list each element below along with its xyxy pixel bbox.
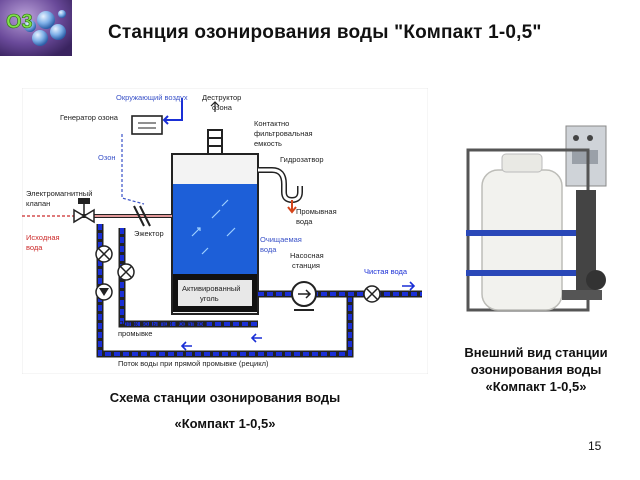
label-ozone-destructor: Деструктор xyxy=(202,93,241,102)
ejector xyxy=(133,205,151,227)
scheme-caption-line2: «Компакт 1-0,5» xyxy=(174,416,276,431)
pump-icon xyxy=(291,281,317,311)
page-number: 15 xyxy=(588,439,602,453)
scheme-caption-line1: Схема станции озонирования воды xyxy=(109,390,341,405)
label-hydro-seal: Гидрозатвор xyxy=(280,155,324,164)
valve-icon xyxy=(95,245,135,281)
label-activated-carbon: Активированный xyxy=(182,284,240,293)
ozonation-scheme-diagram: Окружающий воздух Деструктор озона Генер… xyxy=(22,88,428,374)
label-contact-tank-2: фильтровальная xyxy=(254,129,313,138)
station-photo xyxy=(444,120,624,325)
label-flush-water-2: вода xyxy=(296,217,313,226)
ozone-destructor xyxy=(207,101,223,155)
label-solenoid-valve-2: клапан xyxy=(26,199,50,208)
check-valve-icon xyxy=(95,283,113,301)
ozone-logo: O3 xyxy=(0,0,72,56)
page-title: Станция озонирования воды "Компакт 1-0,5… xyxy=(108,22,542,43)
ozone-generator xyxy=(131,98,183,135)
label-ejector: Эжектор xyxy=(134,229,164,238)
label-contact-tank: Контактно xyxy=(254,119,289,128)
label-pump-station-2: станция xyxy=(292,261,320,270)
label-purified-water: Очищаемая xyxy=(260,235,302,244)
bubble-arrows xyxy=(191,199,236,255)
label-ozone-destructor-2: озона xyxy=(212,103,233,112)
flush-arrow xyxy=(287,200,297,214)
label-clean-water: Чистая вода xyxy=(364,267,408,276)
label-pump-station: Насосная xyxy=(290,251,324,260)
label-ambient-air: Окружающий воздух xyxy=(116,93,188,102)
label-source-water: Исходная xyxy=(26,233,60,242)
label-solenoid-valve: Электромагнитный xyxy=(26,189,92,198)
contact-filter-tank xyxy=(171,153,259,315)
photo-caption: Внешний вид станции озонирования воды «К… xyxy=(444,344,628,395)
label-ozone: Озон xyxy=(98,153,116,162)
photo-caption-line3: «Компакт 1-0,5» xyxy=(485,379,587,394)
label-activated-carbon-2: уголь xyxy=(200,294,219,303)
solenoid-valve-icon xyxy=(73,198,95,224)
photo-caption-line2: озонирования воды xyxy=(470,362,602,377)
label-flush-water: Промывная xyxy=(296,207,337,216)
label-reverse-flow: Поток воды при обратной xyxy=(118,319,207,328)
label-ozone-generator: Генератор озона xyxy=(60,113,119,122)
photo-caption-line1: Внешний вид станции xyxy=(464,345,608,360)
ozone-line xyxy=(121,134,145,205)
label-direct-flow: Поток воды при прямой промывке (рецикл) xyxy=(118,359,269,368)
flow-arrows xyxy=(180,281,416,351)
label-contact-tank-3: емкость xyxy=(254,139,282,148)
logo-text: O3 xyxy=(6,11,33,33)
label-reverse-flow-2: промывке xyxy=(118,329,152,338)
label-purified-water-2: вода xyxy=(260,245,277,254)
label-source-water-2: вода xyxy=(26,243,43,252)
clean-water-valve-icon xyxy=(363,285,381,303)
